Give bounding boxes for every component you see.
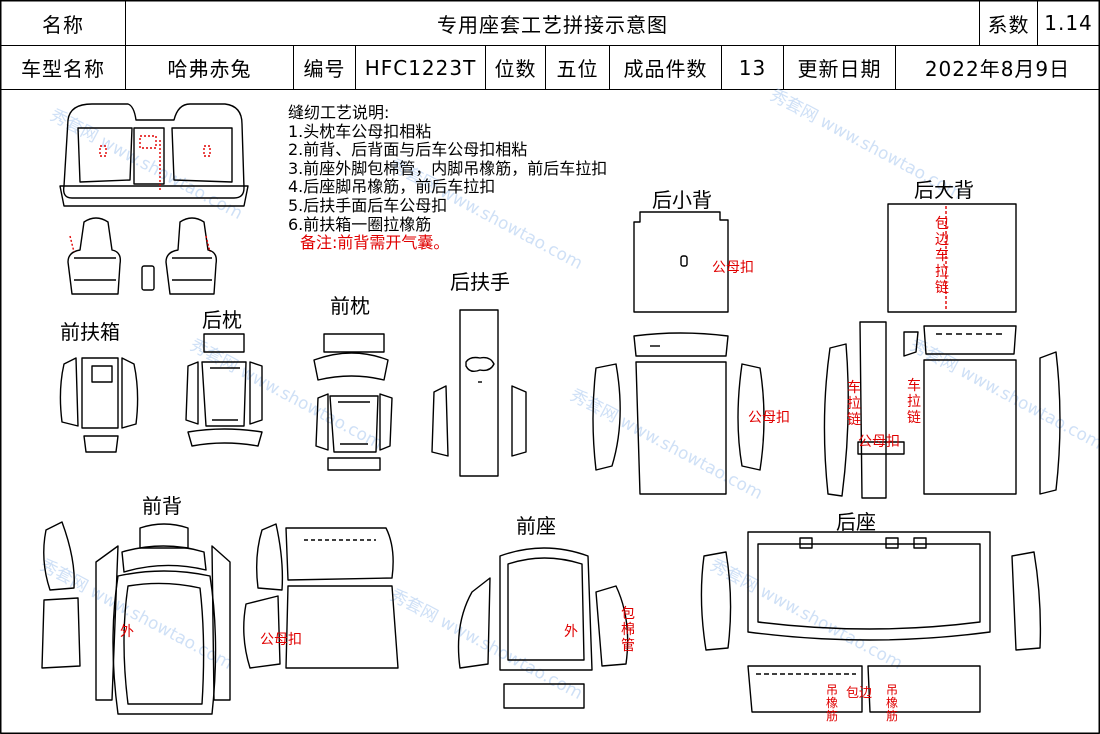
note-item: 3.前座外脚包棉管，内脚吊橡筋，前后车拉扣: [288, 158, 608, 178]
annot-wrap-zipper: 包边车拉链: [935, 216, 949, 296]
note-item: 5.后扶手面后车公母扣: [288, 195, 448, 215]
seat-overview-illustration: [59, 103, 249, 295]
model-label: 车型名称: [0, 46, 126, 90]
note-item: 2.前背、后背面与后车公母扣相粘: [288, 140, 528, 160]
annot-zipper: 车拉链: [907, 378, 921, 426]
date-value: 2022年8月9日: [896, 46, 1100, 90]
label-rear-seat: 后座: [836, 510, 876, 534]
note-item: 4.后座脚吊橡筋，前后车拉扣: [288, 177, 496, 197]
date-label: 更新日期: [784, 46, 896, 90]
code-value: HFC1223T: [356, 46, 486, 90]
rear-armrest-pieces: [431, 309, 527, 477]
front-armbox-pieces: [59, 357, 139, 453]
label-front-back: 前背: [142, 494, 182, 518]
annot-outer: 外: [564, 624, 578, 640]
notes-heading: 缝纫工艺说明:: [288, 103, 390, 122]
note-item: 6.前扶箱一圈拉橡筋: [288, 214, 432, 234]
label-rear-armrest: 后扶手: [450, 270, 510, 294]
label-rear-small-back: 后小背: [652, 188, 712, 212]
rear-headrest-pieces: [185, 333, 263, 447]
annot-cotton-tube: 包棉管: [621, 606, 635, 654]
note-item: 1.头枕车公母扣相粘: [288, 121, 432, 141]
annot-snap: 公母扣: [260, 632, 302, 648]
label-front-seat: 前座: [516, 514, 556, 538]
rear-seat-pieces: [700, 531, 1042, 713]
code-label: 编号: [294, 46, 356, 90]
annot-zipper: 车拉链: [847, 380, 861, 428]
annot-elastic: 吊橡筋: [885, 683, 898, 723]
label-rear-headrest: 后枕: [202, 308, 242, 332]
label-front-headrest: 前枕: [330, 294, 370, 318]
annot-snap: 公母扣: [748, 410, 790, 426]
front-headrest-pieces: [313, 333, 393, 471]
annot-snap: 公母扣: [858, 434, 900, 450]
sewing-notes: 缝纫工艺说明: 1.头枕车公母扣相粘 2.前背、后背面与后车公母扣相粘 3.前座…: [288, 103, 608, 253]
annot-outer: 外: [120, 624, 134, 640]
notes-remark: 备注:前背需开气囊。: [300, 233, 450, 253]
pieces-label: 成品件数: [610, 46, 722, 90]
annot-snap: 公母扣: [712, 260, 754, 276]
front-seat-pieces: [457, 547, 629, 709]
label-front-armbox: 前扶箱: [60, 320, 120, 344]
seats-label: 位数: [486, 46, 546, 90]
rear-small-back-pieces: [592, 211, 765, 495]
annot-wrap-edge: 包边: [846, 686, 873, 701]
pieces-value: 13: [722, 46, 784, 90]
rear-big-back-pieces: [823, 203, 1061, 499]
label-rear-big-back: 后大背: [914, 178, 974, 202]
model-value: 哈弗赤兔: [126, 46, 294, 90]
seats-value: 五位: [546, 46, 610, 90]
annot-elastic: 吊橡筋: [825, 683, 838, 723]
front-back-pieces: [41, 521, 399, 715]
